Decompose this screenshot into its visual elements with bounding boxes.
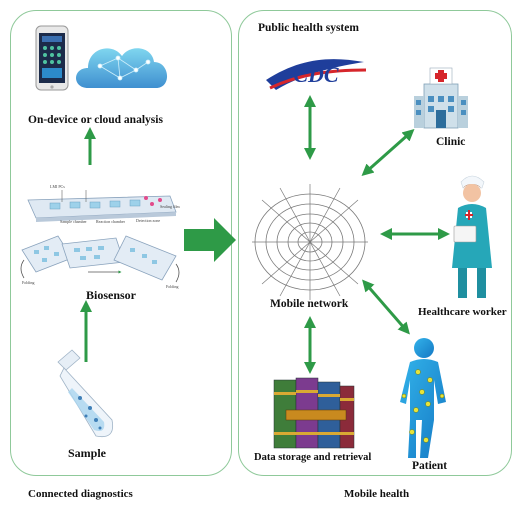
books-icon: [273, 377, 355, 449]
folding-right-label: Folding: [166, 284, 179, 289]
biosensor-icon: [20, 190, 180, 283]
mobile-health-caption: Mobile health: [344, 488, 410, 500]
biosensor-top-part-label: LMI PCs: [50, 184, 65, 189]
data-storage-label: Data storage and retrieval: [254, 452, 372, 463]
detection-zone-label: Detection zone: [136, 218, 161, 223]
mobile-network-label: Mobile network: [270, 298, 349, 310]
patient-label: Patient: [412, 460, 448, 472]
cdc-logo-icon: CDC: [266, 59, 367, 90]
big-arrow-icon: [184, 218, 236, 262]
arrow-network-patient: [362, 279, 410, 335]
folding-left-label: Folding: [22, 280, 35, 285]
sample-tube-icon: [57, 349, 114, 438]
sample-chamber-label: Sample chamber: [60, 219, 87, 224]
healthcare-worker-label: Healthcare worker: [418, 306, 507, 318]
patient-icon: [400, 338, 446, 458]
smartphone-icon: [35, 25, 69, 91]
clinic-label: Clinic: [436, 136, 466, 148]
clinic-icon: [414, 67, 468, 129]
cloud-icon: [76, 48, 168, 88]
spider-web-icon: [252, 184, 368, 300]
arrow-network-clinic: [361, 129, 415, 176]
sample-label: Sample: [68, 446, 107, 460]
connected-diagnostics-caption: Connected diagnostics: [28, 488, 133, 500]
public-health-label: Public health system: [258, 22, 359, 34]
biosensor-label: Biosensor: [86, 288, 137, 302]
reaction-chamber-label: Reaction chamber: [96, 219, 125, 224]
sealing-film-label: Sealing film: [160, 204, 180, 209]
cdc-logo-text: CDC: [293, 62, 339, 87]
healthcare-worker-icon: [452, 175, 492, 298]
mobile-health-panel: [238, 10, 512, 476]
analysis-label: On-device or cloud analysis: [28, 114, 163, 126]
